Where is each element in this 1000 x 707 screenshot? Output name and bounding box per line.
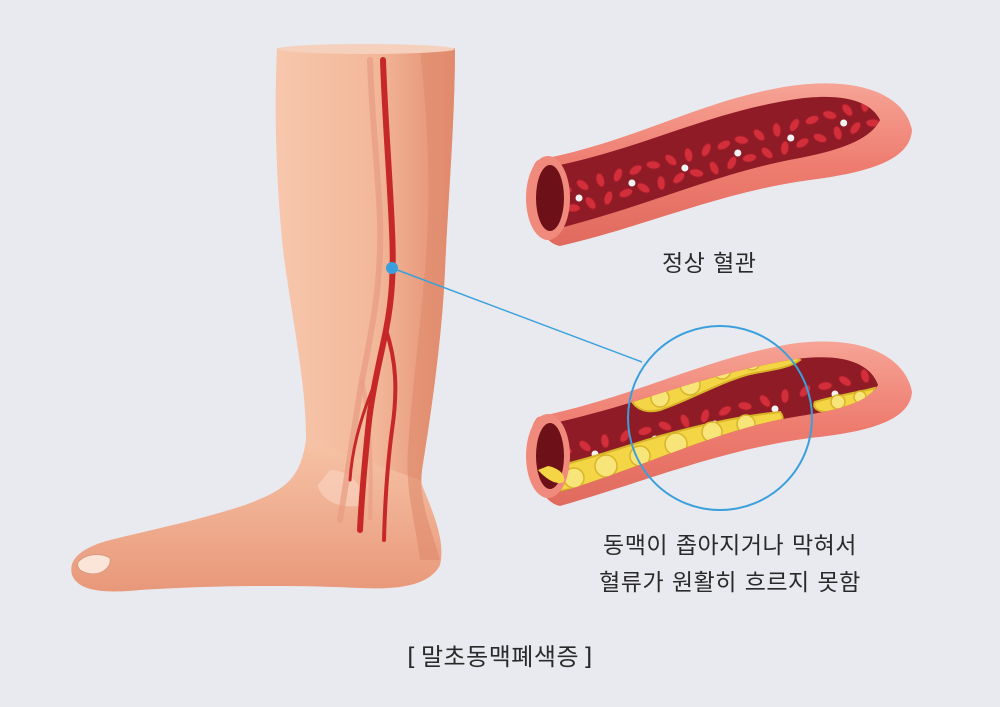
normal-red-cell	[849, 121, 862, 135]
figure-caption: [말초동맥폐색증]	[368, 637, 632, 672]
normal-red-cell	[576, 179, 590, 191]
leg-cut-edge	[277, 44, 455, 54]
blocked-vessel-description-line-1: 동맥이 좁아지거나 막혀서	[603, 533, 857, 559]
normal-red-cell	[726, 156, 738, 170]
normal-red-cell	[689, 168, 704, 178]
normal-red-cell	[664, 153, 678, 167]
normal-red-cell	[716, 139, 731, 151]
blocked-red-cell	[578, 440, 592, 452]
normal-red-cell	[734, 135, 749, 145]
normal-red-cell	[636, 182, 651, 194]
leg-illustration	[71, 44, 455, 592]
normal-red-cell	[656, 175, 666, 191]
normal-red-cell	[683, 147, 694, 163]
blocked-red-cell	[718, 405, 732, 417]
leg-artery-branch-1	[382, 328, 398, 542]
normal-red-cell	[708, 160, 720, 176]
blocked-red-cell	[679, 413, 691, 429]
normal-red-cell	[822, 110, 838, 120]
normal-red-cell	[760, 146, 774, 160]
leg-vein-1	[337, 57, 384, 523]
normal-red-cell	[628, 164, 643, 176]
blocked-white-cell	[771, 405, 779, 413]
normal-red-cell	[742, 153, 757, 163]
blocked-red-cell	[737, 401, 753, 411]
blocked-red-cell	[600, 433, 610, 449]
normal-red-cell	[672, 171, 686, 185]
normal-red-cell	[772, 122, 782, 138]
caption-close-bracket: ]	[583, 643, 593, 671]
normal-white-cell	[628, 179, 636, 187]
normal-red-cell	[804, 114, 820, 126]
normal-white-cell	[681, 164, 689, 172]
normal-white-cell	[575, 194, 583, 202]
blocked-red-cell	[637, 426, 653, 436]
normal-red-cell	[841, 103, 854, 117]
blocked-red-cell	[657, 420, 673, 432]
caption-title: 말초동맥폐색증	[420, 643, 580, 671]
callout-line	[391, 267, 643, 363]
leg-artery	[357, 57, 396, 533]
blocked-blood-vessel-illustration	[526, 341, 912, 506]
normal-white-cell	[840, 119, 848, 127]
blocked-red-cell	[860, 368, 870, 384]
blocked-vessel-description: 동맥이 좁아지거나 막혀서 혈류가 원활히 흐르지 못함	[560, 528, 900, 602]
normal-red-cell	[780, 140, 790, 156]
blocked-vessel-description-line-2: 혈류가 원활히 흐르지 못함	[599, 570, 861, 596]
normal-red-cell	[645, 160, 661, 170]
normal-blood-vessel-illustration	[526, 83, 912, 246]
normal-red-cell	[595, 172, 606, 188]
leg-shadow	[407, 48, 455, 560]
normal-red-cell	[618, 188, 634, 198]
normal-white-cell	[734, 149, 742, 157]
blocked-red-cell	[817, 381, 833, 391]
blocked-red-cell	[759, 394, 771, 408]
normal-red-cell	[700, 142, 712, 158]
blocked-opening-plaque	[538, 466, 565, 484]
toenail	[77, 554, 111, 575]
blocked-red-cell	[838, 375, 852, 387]
normal-red-cell	[603, 190, 614, 206]
magnifier-circle-icon	[627, 325, 813, 511]
leg-artery-branch-2	[348, 388, 374, 482]
normal-blood-cells	[557, 97, 880, 213]
blocked-red-cell	[700, 408, 710, 424]
normal-red-cell	[795, 137, 810, 149]
normal-red-cell	[584, 196, 597, 210]
blocked-red-cell	[780, 388, 790, 404]
caption-open-bracket: [	[407, 643, 417, 671]
normal-red-cell	[788, 118, 800, 132]
normal-red-cell	[812, 132, 828, 144]
normal-vessel-opening-inner	[536, 165, 564, 231]
normal-red-cell	[753, 128, 766, 142]
normal-red-cell	[612, 167, 623, 183]
normal-white-cell	[787, 134, 795, 142]
normal-red-cell	[832, 125, 843, 141]
normal-vessel-label: 정상 혈관	[662, 251, 757, 277]
